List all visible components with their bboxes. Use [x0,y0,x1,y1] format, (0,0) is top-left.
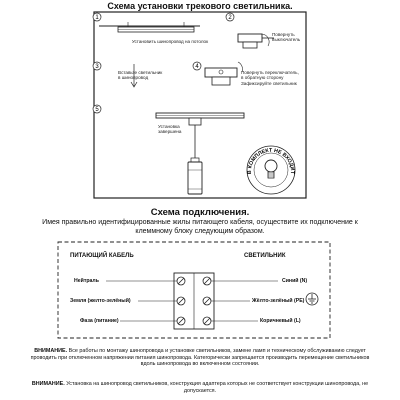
step-4-number: 4 [195,64,199,70]
label-insert: Вставьте светильник в шинопровод [118,70,163,81]
adapter-step4 [204,67,238,78]
supply-phase-label: Фаза (питание) [80,318,119,324]
supply-neutral-label: Нейтраль [74,278,99,284]
luminaire-brown-label: Коричневый (L) [260,318,301,324]
warning-1: ВНИМАНИЕ. Все работы по монтажу шинопров… [24,348,376,368]
connection-title: Схема подключения. [150,207,250,218]
step-3-number: 3 [95,64,99,70]
step-3-marker [92,61,102,71]
pendant-adapter [188,117,202,126]
rotate-arrow-step4 [237,61,243,73]
label-done: Установка завершена [158,124,182,135]
header-luminaire: СВЕТИЛЬНИК [244,253,286,259]
adapter-step2 [237,33,263,43]
bulb-icon [264,159,278,173]
warning-2-label: ВНИМАНИЕ. [31,381,65,387]
install-diagram: 1 2 3 4 5 В КОМПЛЕКТ НЕ ВХОДИТ [92,11,307,199]
header-supply-cable: ПИТАЮЩИЙ КАБЕЛЬ [70,253,134,259]
rotate-arrow-step2 [261,33,270,47]
step-1-marker [92,12,102,22]
label-rotate-lock: Повернуть переключатель, в обратную стор… [241,70,299,86]
install-title: Схема установки трекового светильника. [107,1,293,11]
wiring-diagram [57,241,331,339]
warning-2-text: Установка на шинопровод светильников, ко… [64,381,369,394]
supply-earth-label: Земля (желто-зелёный) [70,298,131,304]
luminaire-yellowgreen-label: Жёлто-зелёный (PE) [252,298,305,304]
luminaire-blue-label: Синий (N) [282,278,308,284]
step-4-marker [192,61,202,71]
wiring-frame [57,241,331,339]
step-2-number: 2 [228,15,232,21]
warning-2: ВНИМАНИЕ. Установка на шинопровод светил… [24,381,376,394]
step-5-number: 5 [95,107,99,113]
warning-1-text: Все работы по монтажу шинопровода и уста… [30,348,370,368]
label-rotate: Повернуть выключатель [272,32,301,43]
step-5-marker [92,104,102,114]
step-1-number: 1 [95,15,99,21]
warning-1-label: ВНИМАНИЕ. [34,348,68,354]
connection-subtitle: Имея правильно идентифицированные жилы п… [42,219,358,235]
install-frame [93,11,307,199]
step-2-marker [225,12,235,22]
label-busbar-install: Установить шинопровод на потолок [131,39,209,44]
